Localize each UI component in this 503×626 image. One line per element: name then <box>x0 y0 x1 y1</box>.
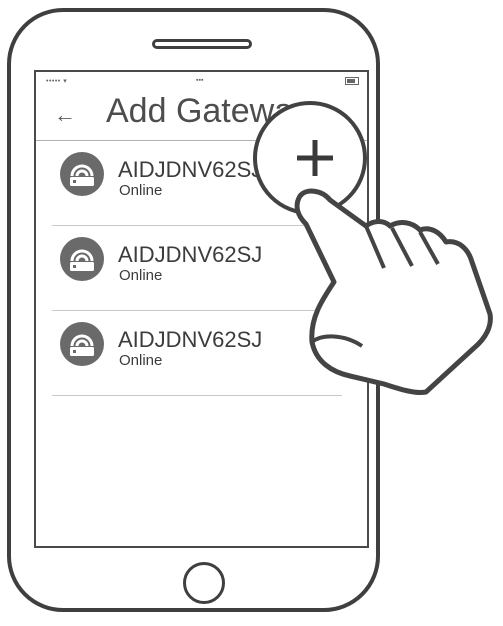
battery-icon <box>343 77 359 85</box>
gateway-router-icon <box>60 237 104 281</box>
gateway-status: Online <box>119 352 163 369</box>
status-bar: ••••• ▾ ▪▪▪ <box>36 72 367 90</box>
gateway-name: AIDJDNV62SJ <box>118 157 263 182</box>
gateway-status: Online <box>119 182 163 199</box>
gateway-status: Online <box>119 267 163 284</box>
gateway-name: AIDJDNV62SJ <box>118 242 263 267</box>
row-divider <box>52 225 342 226</box>
status-time-icon: ▪▪▪ <box>196 77 204 84</box>
signal-icon: ••••• ▾ <box>46 78 68 85</box>
phone-screen: ••••• ▾ ▪▪▪ ← Add Gateway AIDJDNV62SJ On… <box>34 70 369 548</box>
row-divider <box>52 395 342 396</box>
phone-speaker <box>152 39 252 49</box>
row-divider <box>52 310 342 311</box>
gateway-name: AIDJDNV62SJ <box>118 327 263 352</box>
gateway-list-item[interactable]: AIDJDNV62SJ Online <box>52 227 362 311</box>
header-divider <box>36 140 367 141</box>
gateway-list-item[interactable]: AIDJDNV62SJ Online <box>52 142 362 226</box>
gateway-router-icon <box>60 152 104 196</box>
gateway-list-item[interactable]: AIDJDNV62SJ Online <box>52 312 362 396</box>
arrow-left-icon[interactable]: ← <box>54 102 76 127</box>
gateway-router-icon <box>60 322 104 366</box>
home-button[interactable] <box>183 562 225 604</box>
